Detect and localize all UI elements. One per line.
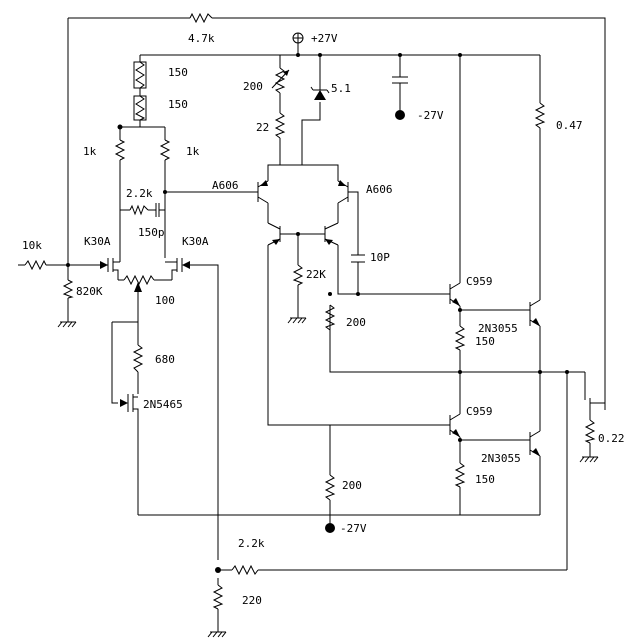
junction-dot: [66, 263, 70, 267]
label-2-2k-feedback: 2.2k: [238, 537, 265, 550]
junction-dot: [296, 232, 300, 236]
junction-dot: [215, 567, 221, 573]
supply-terminal-neg27v-top: [395, 110, 405, 120]
junction-dot: [458, 370, 462, 374]
transistor-2n3055-upper-arrow-icon: [532, 318, 540, 326]
resistor-150-top-a: [133, 61, 147, 89]
label-200-mid: 200: [346, 316, 366, 329]
resistor-22: [274, 112, 286, 139]
resistor-150-upper: [454, 325, 466, 351]
label-2n3055-lower: 2N3055: [481, 452, 521, 465]
label-k30a-left: K30A: [84, 235, 111, 248]
label-22k: 22K: [306, 268, 326, 281]
junction-dot: [458, 308, 462, 312]
junction-dot: [538, 370, 542, 374]
junction-dot: [328, 292, 332, 296]
transistor-c959-upper-arrow-icon: [452, 298, 460, 306]
mirror-right-arrow-icon: [325, 239, 333, 245]
label-150-lower: 150: [475, 473, 495, 486]
resistor-10k: [24, 259, 47, 271]
label-150-b: 150: [168, 98, 188, 111]
resistor-2-2k-small: [129, 204, 149, 216]
label-2n3055-upper: 2N3055: [478, 322, 518, 335]
label-4-7k: 4.7k: [188, 32, 215, 45]
ground-symbol: [579, 456, 599, 463]
resistor-200-middle: [324, 304, 336, 331]
label-150p: 150p: [138, 226, 165, 239]
label-2-2k-small: 2.2k: [126, 187, 153, 200]
capacitor-rail: [392, 76, 408, 84]
zener-diode-5-1: [310, 86, 330, 100]
resistor-1k-right: [159, 139, 171, 161]
label-200-lower: 200: [342, 479, 362, 492]
label-c959-upper: C959: [466, 275, 493, 288]
label-k30a-right: K30A: [182, 235, 209, 248]
junction-dot: [458, 53, 462, 57]
label-neg27v-top: -27V: [417, 109, 444, 122]
label-150-a: 150: [168, 66, 188, 79]
label-10p: 10P: [370, 251, 390, 264]
junction-dot: [117, 124, 123, 130]
resistor-0-47: [534, 102, 546, 129]
resistor-220: [212, 584, 224, 610]
label-1k-right: 1k: [186, 145, 200, 158]
junction-dot: [398, 53, 402, 57]
label-0-22: 0.22: [598, 432, 625, 445]
junction-dot: [565, 370, 569, 374]
resistor-680: [132, 344, 144, 373]
label-100: 100: [155, 294, 175, 307]
label-neg27v-bottom: -27V: [340, 522, 367, 535]
label-a606-right: A606: [366, 183, 393, 196]
jfet-k30a-right-arrow-icon: [182, 261, 190, 269]
capacitor-150p: [155, 203, 160, 217]
jfet-2n5465-arrow-icon: [120, 399, 128, 407]
label-150-upper: 150: [475, 335, 495, 348]
supply-terminal-pos27v: [292, 32, 304, 44]
supply-terminal-neg27v-bottom: [325, 523, 335, 533]
label-10k: 10k: [22, 239, 42, 252]
resistor-150-lower: [454, 462, 466, 488]
transistor-a606-right-arrow-icon: [338, 180, 346, 186]
ground-symbol: [287, 317, 307, 324]
resistor-150-top-b: [133, 95, 147, 121]
label-pos27v: +27V: [311, 32, 338, 45]
junction-dot: [318, 53, 322, 57]
resistor-22k: [292, 264, 304, 286]
potentiometer-100: [123, 274, 155, 286]
pot-wiper-arrow-icon: [134, 282, 142, 292]
resistor-820k: [62, 279, 74, 299]
label-680: 680: [155, 353, 175, 366]
label-200-trim: 200: [243, 80, 263, 93]
resistor-4-7k: [189, 12, 213, 24]
label-1k-left: 1k: [83, 145, 97, 158]
label-a606-left: A606: [212, 179, 239, 192]
junction-dot: [296, 53, 300, 57]
resistor-2-2k-feedback: [231, 564, 259, 576]
label-2n5465: 2N5465: [143, 398, 183, 411]
mirror-left-arrow-icon: [272, 239, 280, 245]
junction-dot: [163, 190, 167, 194]
label-c959-lower: C959: [466, 405, 493, 418]
transistor-2n3055-lower-arrow-icon: [532, 448, 540, 456]
junction-dot: [458, 438, 462, 442]
transistor-c959-lower-arrow-icon: [452, 429, 460, 437]
transistor-a606-left-arrow-icon: [260, 180, 268, 186]
label-22: 22: [256, 121, 269, 134]
label-0-47: 0.47: [556, 119, 583, 132]
label-5-1: 5.1: [331, 82, 351, 95]
junction-dot: [356, 292, 360, 296]
label-220: 220: [242, 594, 262, 607]
resistor-200-lower: [324, 474, 336, 501]
label-820k: 820K: [76, 285, 103, 298]
resistor-1k-left: [114, 139, 126, 161]
capacitor-10p: [351, 254, 365, 263]
ground-symbol: [207, 631, 227, 638]
jfet-k30a-left-arrow-icon: [100, 261, 108, 269]
trimmer-200: [271, 67, 290, 94]
resistor-0-22: [584, 419, 596, 444]
ground-symbol: [57, 321, 77, 328]
